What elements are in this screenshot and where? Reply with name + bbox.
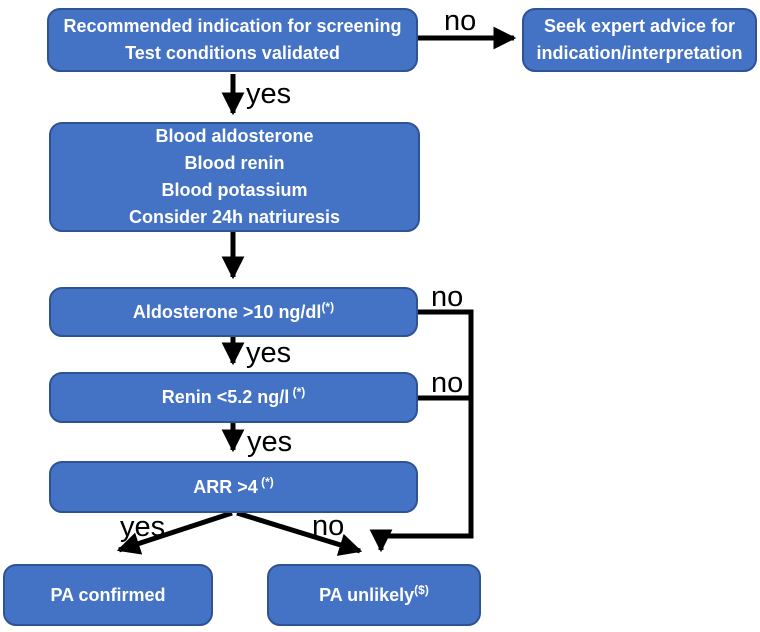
edge-label-screening-no: no [444,5,477,37]
node-arr-threshold: ARR >4 (*) [49,461,418,513]
node-aldosterone-threshold: Aldosterone >10 ng/dl(*) [49,287,418,337]
node-arr-label: ARR >4 (*) [193,474,274,501]
node-tests-line-1: Blood aldosterone [155,126,314,146]
node-arr-footnote-mark: (*) [257,474,274,489]
node-tests-line-2: Blood renin [184,153,285,173]
node-expert-line-1: Seek expert advice for [543,16,736,36]
node-renin-footnote-mark: (*) [289,385,306,399]
edge-label-arr-no: no [312,510,345,542]
node-pa-confirmed: PA confirmed [3,564,213,626]
arrow-arr-yes-to-confirmed [116,510,233,555]
node-screening-line-1: Recommended indication for screening [63,16,402,36]
node-pa-unlikely-text: PA unlikely [319,584,415,605]
node-aldosterone-label: Aldosterone >10 ng/dl(*) [133,299,334,326]
arrow-arr-no-to-unlikely [236,510,363,556]
node-renin-label: Renin <5.2 ng/l (*) [162,384,306,411]
node-renin-text: Renin <5.2 ng/l [161,387,290,407]
node-tests-line-4: Consider 24h natriuresis [128,207,341,227]
node-arr-text: ARR >4 [193,476,258,497]
edge-label-aldosterone-no: no [431,281,464,313]
edge-label-screening-yes: yes [246,78,292,110]
node-seek-expert-advice: Seek expert advice for indication/interp… [522,8,757,72]
node-renin-threshold: Renin <5.2 ng/l (*) [49,372,418,423]
node-pa-unlikely: PA unlikely($) [267,564,481,626]
node-aldosterone-footnote-mark: (*) [321,299,335,314]
edge-label-arr-yes: yes [120,511,166,543]
node-tests-line-3: Blood potassium [161,180,308,200]
edge-label-aldosterone-yes: yes [246,337,292,369]
node-pa-unlikely-label: PA unlikely($) [319,582,429,609]
node-screening-line-2: Test conditions validated [125,43,340,63]
node-pa-unlikely-footnote-mark: ($) [414,582,429,597]
node-screening-indication: Recommended indication for screening Tes… [47,8,418,72]
node-blood-tests: Blood aldosterone Blood renin Blood pota… [49,122,420,232]
node-pa-confirmed-label: PA confirmed [50,584,166,605]
node-aldosterone-text: Aldosterone >10 ng/dl [132,301,322,322]
edge-label-renin-no: no [431,367,464,399]
edge-label-renin-yes: yes [247,426,293,458]
arrow-aldosterone-no-to-unlikely [369,309,474,553]
node-expert-line-2: indication/interpretation [536,43,743,63]
